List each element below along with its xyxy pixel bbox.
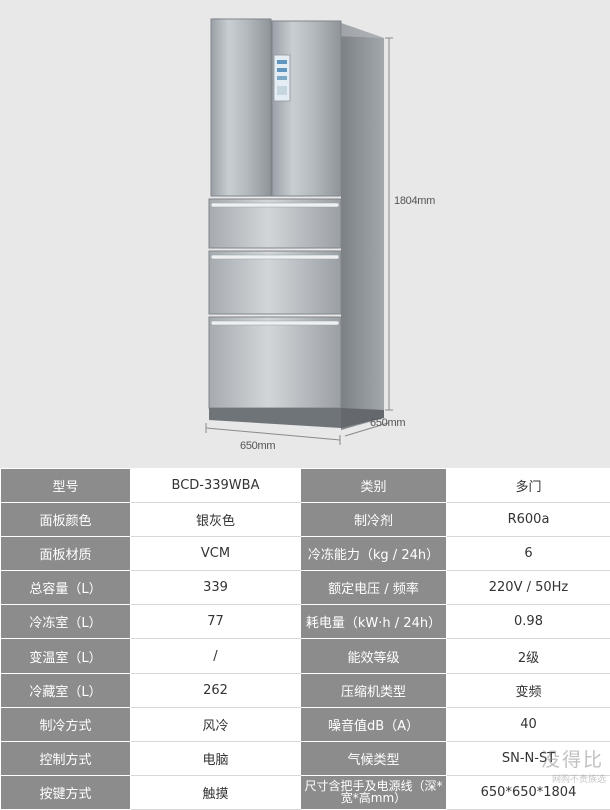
spec-key: 能效等级 bbox=[301, 639, 447, 673]
drawer-handle-3 bbox=[211, 321, 339, 325]
width-label: 650mm bbox=[240, 440, 275, 452]
table-row: 面板颜色 银灰色 制冷剂 R600a bbox=[1, 503, 610, 537]
spec-key: 额定电压 / 频率 bbox=[301, 571, 447, 605]
spec-key: 面板材质 bbox=[1, 537, 131, 571]
product-image: 1804mm 650mm 650mm bbox=[0, 0, 610, 468]
spec-value: 2级 bbox=[447, 639, 610, 673]
fridge-side-panel bbox=[341, 23, 384, 430]
spec-key: 制冷方式 bbox=[1, 707, 131, 741]
fridge-drawer-3 bbox=[209, 317, 341, 408]
fridge-drawer-2 bbox=[209, 251, 341, 314]
spec-key: 耗电量（kW·h / 24h） bbox=[301, 605, 447, 639]
refrigerator-illustration bbox=[0, 0, 610, 468]
spec-key: 噪音值dB（A） bbox=[301, 707, 447, 741]
depth-label: 650mm bbox=[370, 417, 405, 429]
table-row: 总容量（L） 339 额定电压 / 频率 220V / 50Hz bbox=[1, 571, 610, 605]
spec-key: 制冷剂 bbox=[301, 503, 447, 537]
spec-value: 262 bbox=[131, 673, 301, 707]
table-row: 面板材质 VCM 冷冻能力（kg / 24h） 6 bbox=[1, 537, 610, 571]
fridge-left-door bbox=[211, 19, 271, 196]
watermark: 没得比 bbox=[541, 745, 604, 772]
table-row: 冷藏室（L） 262 压缩机类型 变频 bbox=[1, 673, 610, 707]
spec-value: 220V / 50Hz bbox=[447, 571, 610, 605]
spec-key: 冷藏室（L） bbox=[1, 673, 131, 707]
spec-value: BCD-339WBA bbox=[131, 469, 301, 503]
fridge-base bbox=[209, 408, 341, 428]
spec-value: VCM bbox=[131, 537, 301, 571]
fridge-right-door bbox=[272, 21, 341, 196]
spec-value: 6 bbox=[447, 537, 610, 571]
spec-key: 类别 bbox=[301, 469, 447, 503]
spec-value: 触摸 bbox=[131, 775, 301, 809]
spec-value: 0.98 bbox=[447, 605, 610, 639]
spec-key: 尺寸含把手及电源线（深*宽*高mm） bbox=[301, 775, 447, 809]
spec-value: 风冷 bbox=[131, 707, 301, 741]
spec-value: 电脑 bbox=[131, 741, 301, 775]
table-row: 变温室（L） / 能效等级 2级 bbox=[1, 639, 610, 673]
table-row: 控制方式 电脑 气候类型 SN-N-ST bbox=[1, 741, 610, 775]
spec-key: 控制方式 bbox=[1, 741, 131, 775]
spec-key: 按键方式 bbox=[1, 775, 131, 809]
spec-key: 面板颜色 bbox=[1, 503, 131, 537]
spec-key: 冷冻能力（kg / 24h） bbox=[301, 537, 447, 571]
drawer-handle-2 bbox=[211, 255, 339, 259]
table-row: 制冷方式 风冷 噪音值dB（A） 40 bbox=[1, 707, 610, 741]
drawer-handle-1 bbox=[211, 203, 339, 207]
spec-value: 339 bbox=[131, 571, 301, 605]
spec-value: 77 bbox=[131, 605, 301, 639]
spec-value: / bbox=[131, 639, 301, 673]
spec-key: 总容量（L） bbox=[1, 571, 131, 605]
watermark-subtitle: 网购不贵族选 bbox=[552, 772, 606, 785]
spec-value: 银灰色 bbox=[131, 503, 301, 537]
table-row: 冷冻室（L） 77 耗电量（kW·h / 24h） 0.98 bbox=[1, 605, 610, 639]
height-label: 1804mm bbox=[394, 195, 435, 207]
spec-value: 变频 bbox=[447, 673, 610, 707]
table-row: 按键方式 触摸 尺寸含把手及电源线（深*宽*高mm） 650*650*1804 bbox=[1, 775, 610, 809]
spec-value: 多门 bbox=[447, 469, 610, 503]
spec-table: 型号 BCD-339WBA 类别 多门 面板颜色 银灰色 制冷剂 R600a 面… bbox=[0, 468, 610, 810]
table-row: 型号 BCD-339WBA 类别 多门 bbox=[1, 469, 610, 503]
spec-key: 气候类型 bbox=[301, 741, 447, 775]
width-dimension-line bbox=[206, 428, 340, 440]
spec-key: 冷冻室（L） bbox=[1, 605, 131, 639]
spec-key: 型号 bbox=[1, 469, 131, 503]
spec-value: R600a bbox=[447, 503, 610, 537]
spec-key: 变温室（L） bbox=[1, 639, 131, 673]
spec-key: 压缩机类型 bbox=[301, 673, 447, 707]
spec-value: 40 bbox=[447, 707, 610, 741]
